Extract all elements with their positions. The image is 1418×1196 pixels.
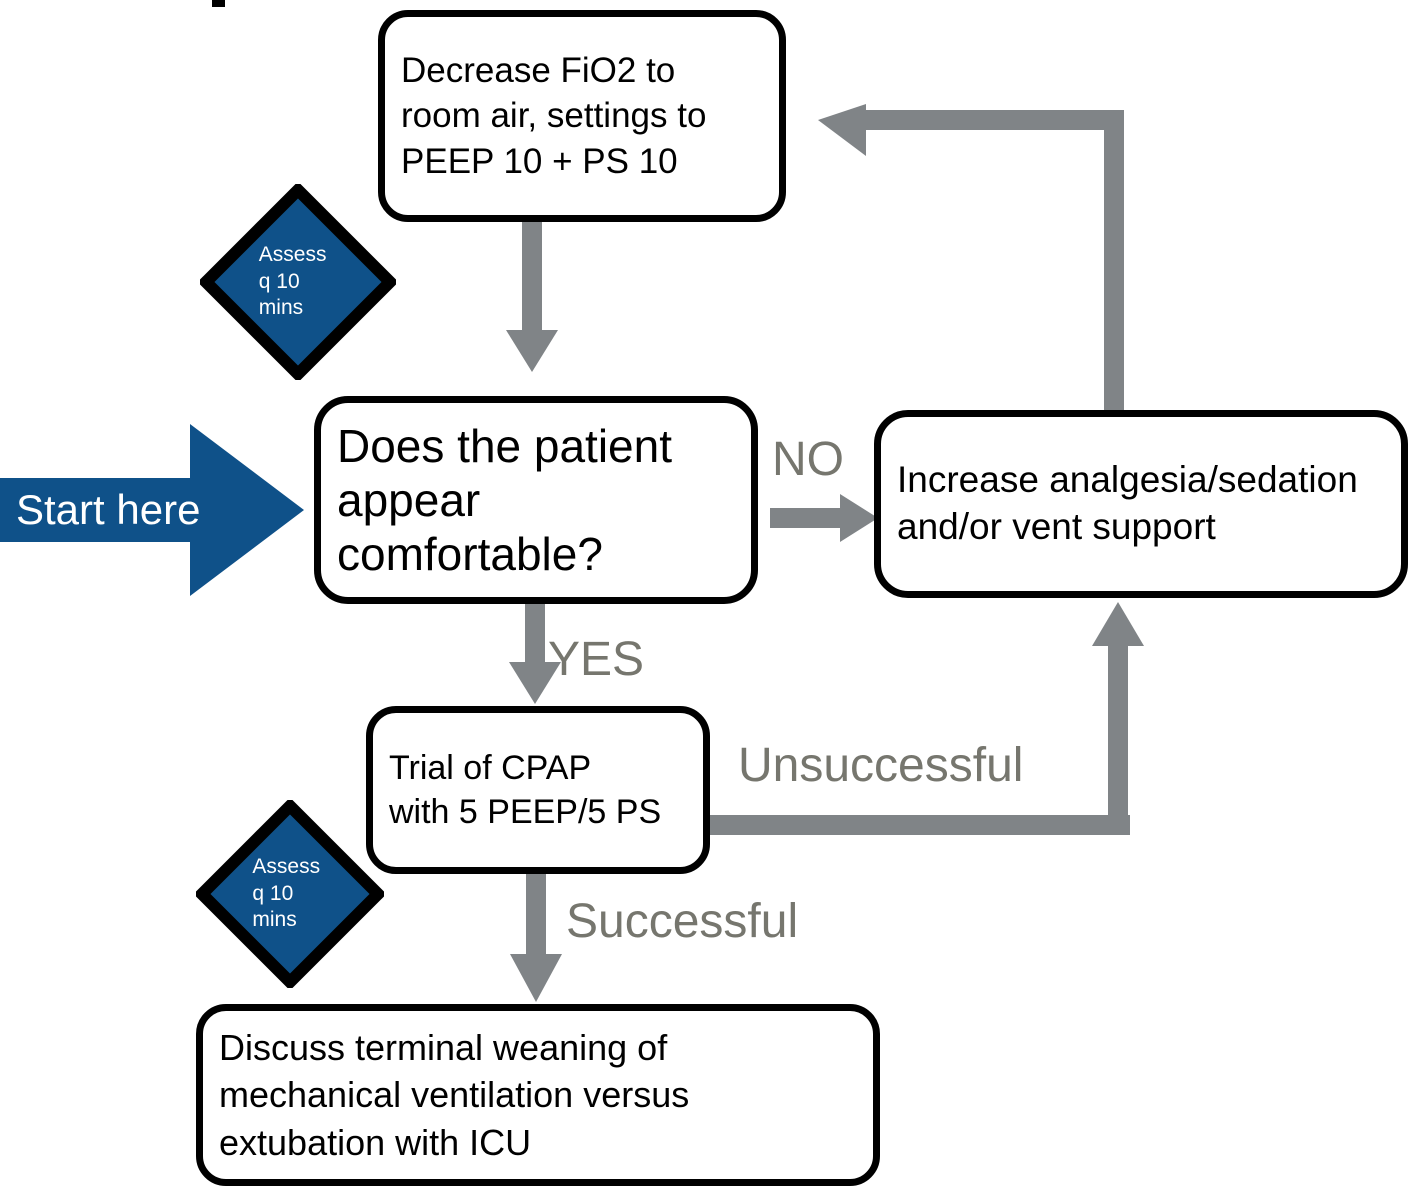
start-here-arrow: Start here <box>0 424 304 596</box>
assess-diamond-bottom-label: Assess q 10 mins <box>252 855 321 932</box>
node-increase-support[interactable]: Increase analgesia/sedation and/or vent … <box>874 410 1408 598</box>
edge-label-successful: Successful <box>566 895 799 948</box>
node-patient-comfortable[interactable]: Does the patient appear comfortable? <box>314 396 758 604</box>
diamond-shape-icon <box>200 184 396 380</box>
node-patient-comfortable-text: Does the patient appear comfortable? <box>337 419 673 581</box>
edge-label-unsuccessful: Unsuccessful <box>738 739 1024 792</box>
node-decrease-fio2[interactable]: Decrease FiO2 to room air, settings to P… <box>378 10 786 222</box>
diamond-shape-icon <box>196 800 384 988</box>
node-increase-support-text: Increase analgesia/sedation and/or vent … <box>897 459 1358 547</box>
edge-label-no: NO <box>772 433 844 486</box>
node-decrease-fio2-text: Decrease FiO2 to room air, settings to P… <box>401 50 707 181</box>
assess-diamond-bottom: Assess q 10 mins <box>196 800 384 988</box>
assess-diamond-top-label: Assess q 10 mins <box>258 243 327 320</box>
assess-diamond-top: Assess q 10 mins <box>200 184 396 380</box>
edge-fio2-to-comfort <box>506 218 558 372</box>
right-block-arrow-icon <box>0 424 304 596</box>
node-discuss-terminal-weaning[interactable]: Discuss terminal weaning of mechanical v… <box>196 1004 880 1186</box>
node-trial-of-cpap[interactable]: Trial of CPAP with 5 PEEP/5 PS <box>366 706 710 874</box>
node-discuss-terminal-weaning-text: Discuss terminal weaning of mechanical v… <box>219 1026 690 1163</box>
cropped-title-fragment <box>212 0 225 7</box>
edge-label-yes: YES <box>548 633 645 686</box>
start-here-label: Start here <box>16 486 201 533</box>
edge-increase-to-fio2 <box>818 104 1124 412</box>
edge-cpap-to-discuss <box>510 872 562 1002</box>
edge-comfort-to-increase <box>770 494 878 542</box>
edge-cpap-to-increase <box>706 602 1144 835</box>
node-trial-of-cpap-text: Trial of CPAP with 5 PEEP/5 PS <box>389 748 662 831</box>
